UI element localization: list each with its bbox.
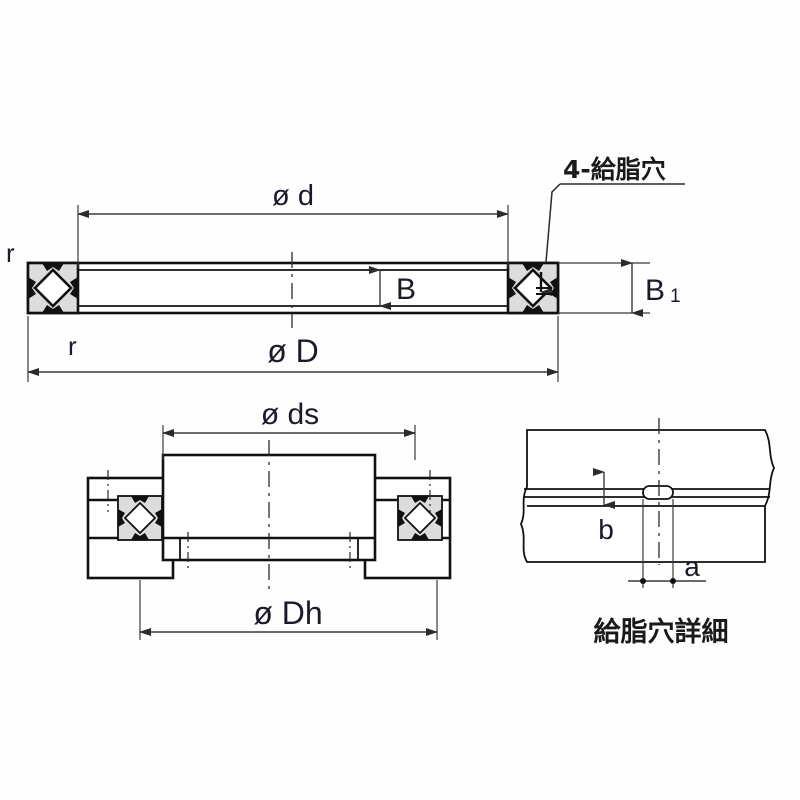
dim-label-bore-diameter: ø d [272, 180, 314, 212]
grease-hole-detail-view: b a 給脂穴詳細 [520, 418, 775, 648]
grease-note-leader-line [545, 183, 561, 263]
dim-label-hole-depth: b [598, 514, 614, 545]
ring-body-fill [28, 263, 558, 313]
dim-a-tick-left [640, 578, 646, 584]
roller-element-left [26, 261, 80, 315]
grease-hole-slot-fill [643, 486, 673, 499]
roller-element-lower-left [117, 495, 163, 541]
dim-label-outer-diameter: ø D [267, 333, 319, 369]
lower-mounting-section-view: ø ds ø Dh [86, 398, 452, 640]
dim-label-fillet-upper: r [6, 238, 15, 268]
dim-a-tick-right [670, 578, 676, 584]
detail-body-outline [520, 429, 775, 563]
dim-label-shaft-diameter: ø ds [261, 398, 319, 431]
dim-label-outer-width-subscript: 1 [670, 286, 681, 307]
dim-label-hole-width: a [684, 551, 700, 582]
grease-hole-slot-outline [642, 485, 674, 500]
roller-element-lower-right [397, 495, 443, 541]
dim-label-outer-width: B [645, 274, 665, 307]
dim-label-inner-width: B [396, 273, 416, 306]
upper-axial-section-view: ø d ø D B B 1 r r 4-給脂穴 [6, 155, 685, 382]
detail-view-caption: 給脂穴詳細 [594, 616, 729, 648]
dim-label-fillet-lower: r [68, 331, 77, 361]
dim-label-housing-diameter: ø Dh [253, 595, 322, 631]
grease-hole-note-label: 4-給脂穴 [563, 155, 666, 184]
